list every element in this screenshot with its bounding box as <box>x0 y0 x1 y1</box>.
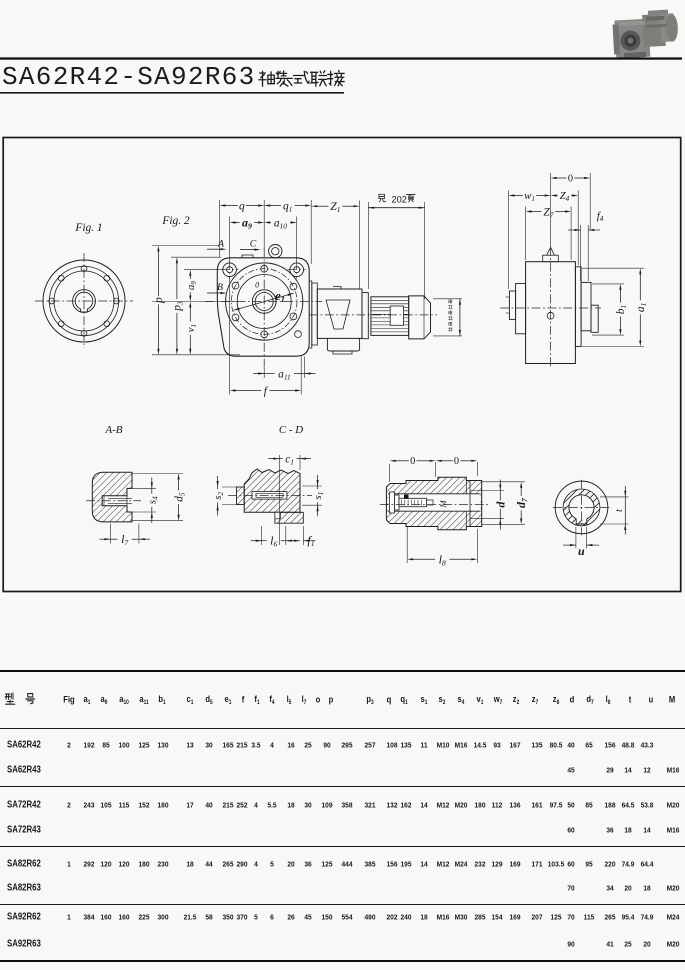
svg-text:a9: a9 <box>185 281 198 290</box>
svg-text:Z7: Z7 <box>543 206 553 219</box>
svg-text:q1: q1 <box>283 200 292 213</box>
svg-text:u: u <box>578 544 585 558</box>
svg-text:0: 0 <box>454 456 459 467</box>
svg-text:d7: d7 <box>514 497 529 508</box>
svg-text:B: B <box>217 282 223 293</box>
svg-text:0: 0 <box>255 281 259 290</box>
svg-text:d5: d5 <box>173 492 186 502</box>
svg-text:s4: s4 <box>146 496 159 504</box>
svg-text:C - D: C - D <box>279 424 303 436</box>
svg-text:q: q <box>239 200 245 212</box>
svg-text:Fig. 1: Fig. 1 <box>74 222 102 234</box>
svg-text:M: M <box>438 500 448 509</box>
svg-text:a10: a10 <box>274 217 287 230</box>
svg-text:Z4: Z4 <box>560 190 570 203</box>
svg-text:C: C <box>250 238 257 249</box>
svg-text:s1: s1 <box>312 492 325 500</box>
svg-text:w1: w1 <box>524 190 535 203</box>
svg-text:b1: b1 <box>615 305 628 314</box>
svg-text:t: t <box>614 508 625 512</box>
svg-text:0: 0 <box>568 173 573 184</box>
svg-text:f4: f4 <box>597 210 604 223</box>
svg-text:l7: l7 <box>121 532 129 547</box>
svg-text:d: d <box>493 501 507 508</box>
svg-text:l6: l6 <box>270 534 277 549</box>
svg-text:p3: p3 <box>172 301 185 312</box>
svg-text:a11: a11 <box>278 368 291 381</box>
svg-text:a1: a1 <box>635 303 648 312</box>
svg-text:202: 202 <box>392 194 407 204</box>
svg-text:l8: l8 <box>439 552 446 567</box>
svg-text:e1: e1 <box>275 288 285 304</box>
svg-text:f1: f1 <box>307 533 314 548</box>
svg-text:s2: s2 <box>212 491 225 499</box>
svg-text:Z1: Z1 <box>330 201 340 214</box>
svg-text:0: 0 <box>410 456 415 467</box>
svg-text:v1: v1 <box>185 324 198 332</box>
svg-text:c1: c1 <box>285 453 294 466</box>
svg-text:A: A <box>217 238 225 249</box>
svg-text:a9: a9 <box>242 216 252 231</box>
svg-text:A-B: A-B <box>105 424 123 436</box>
svg-text:f: f <box>264 385 269 397</box>
svg-text:Fig. 2: Fig. 2 <box>161 215 190 227</box>
svg-text:p: p <box>153 297 165 304</box>
